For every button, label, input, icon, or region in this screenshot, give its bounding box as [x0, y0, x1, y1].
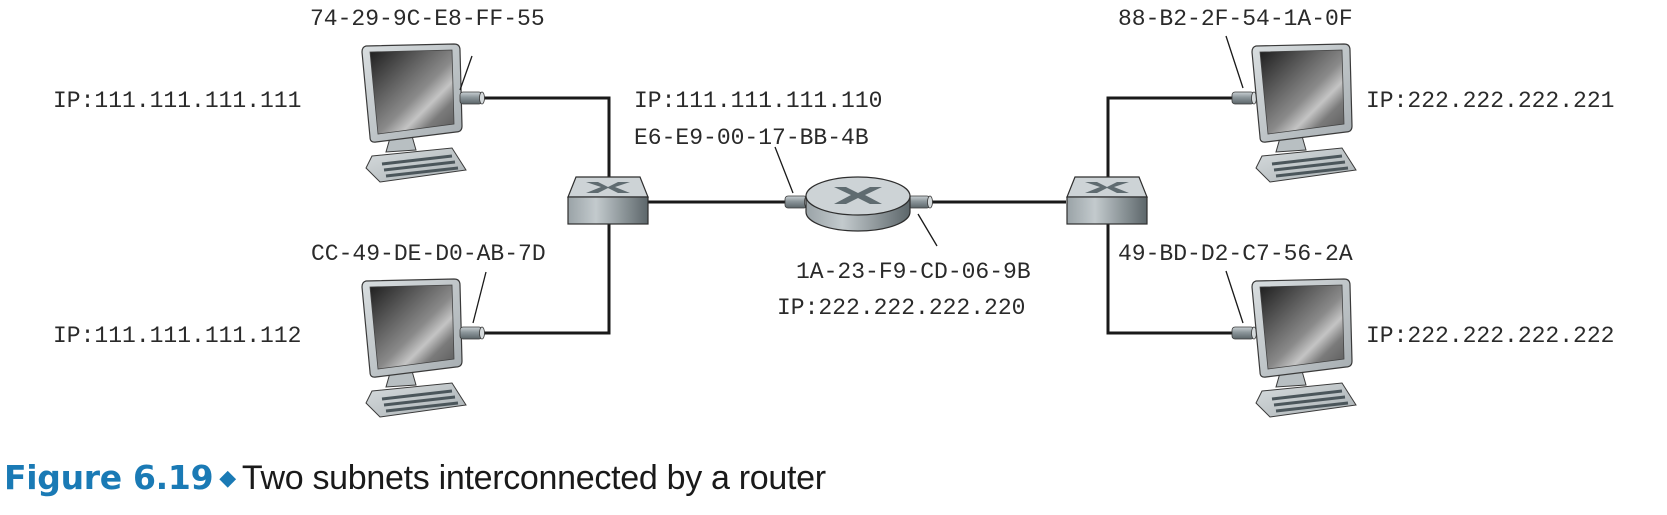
figure-number: Figure 6.19 — [4, 458, 214, 497]
mac-pointer-line — [1225, 35, 1244, 89]
switch-icon-subnet2 — [1066, 176, 1148, 225]
diamond-icon: ◆ — [219, 466, 236, 491]
computer-icon — [1250, 277, 1358, 419]
host-mac-label: 49-BD-D2-C7-56-2A — [1118, 241, 1353, 267]
host-ip-label: IP:222.222.222.221 — [1366, 88, 1614, 114]
figure-caption: Figure 6.19◆Two subnets interconnected b… — [4, 458, 826, 498]
nic-connector-icon — [1231, 326, 1257, 340]
wire-switch2-host4 — [1106, 224, 1232, 335]
figure-title: Two subnets interconnected by a router — [241, 459, 826, 497]
mac-pointer-line — [472, 271, 487, 324]
nic-connector-icon — [1231, 91, 1257, 105]
router-right-mac-label: 1A-23-F9-CD-06-9B — [796, 259, 1031, 285]
wire-host2-switch1 — [482, 224, 611, 335]
computer-icon — [1250, 42, 1358, 184]
wires — [482, 96, 1232, 335]
wire-host1-switch1 — [482, 96, 611, 177]
nic-connector-icon — [459, 326, 485, 340]
switch-icon-subnet1 — [567, 176, 649, 225]
mac-pointer-line — [459, 55, 473, 91]
host-mac-label: 74-29-9C-E8-FF-55 — [310, 6, 545, 32]
router-right-ip-label: IP:222.222.222.220 — [777, 295, 1025, 321]
host-111-111-111-111: 74-29-9C-E8-FF-55 IP:111.111.111.111 — [53, 6, 545, 184]
nic-connector-icon — [459, 91, 485, 105]
computer-icon — [360, 42, 468, 184]
router: IP:111.111.111.110 E6-E9-00-17-BB-4B 1A-… — [634, 88, 1031, 321]
computer-icon — [360, 277, 468, 419]
host-mac-label: 88-B2-2F-54-1A-0F — [1118, 6, 1353, 32]
host-mac-label: CC-49-DE-D0-AB-7D — [311, 241, 546, 267]
router-icon — [805, 176, 911, 232]
host-ip-label: IP:111.111.111.111 — [53, 88, 301, 114]
router-left-ip-label: IP:111.111.111.110 — [634, 88, 882, 114]
router-right-interface-icon — [907, 195, 933, 209]
host-ip-label: IP:111.111.111.112 — [53, 323, 301, 349]
host-222-222-222-222: 49-BD-D2-C7-56-2A IP:222.222.222.222 — [1118, 241, 1614, 419]
mac-pointer-line — [774, 146, 794, 194]
mac-pointer-line — [1225, 270, 1244, 324]
mac-pointer-line — [917, 213, 938, 247]
wire-switch2-host3 — [1106, 96, 1232, 177]
host-222-222-222-221: 88-B2-2F-54-1A-0F IP:222.222.222.221 — [1118, 6, 1614, 184]
router-left-mac-label: E6-E9-00-17-BB-4B — [634, 125, 869, 151]
host-ip-label: IP:222.222.222.222 — [1366, 323, 1614, 349]
host-111-111-111-112: CC-49-DE-D0-AB-7D IP:111.111.111.112 — [53, 241, 546, 419]
